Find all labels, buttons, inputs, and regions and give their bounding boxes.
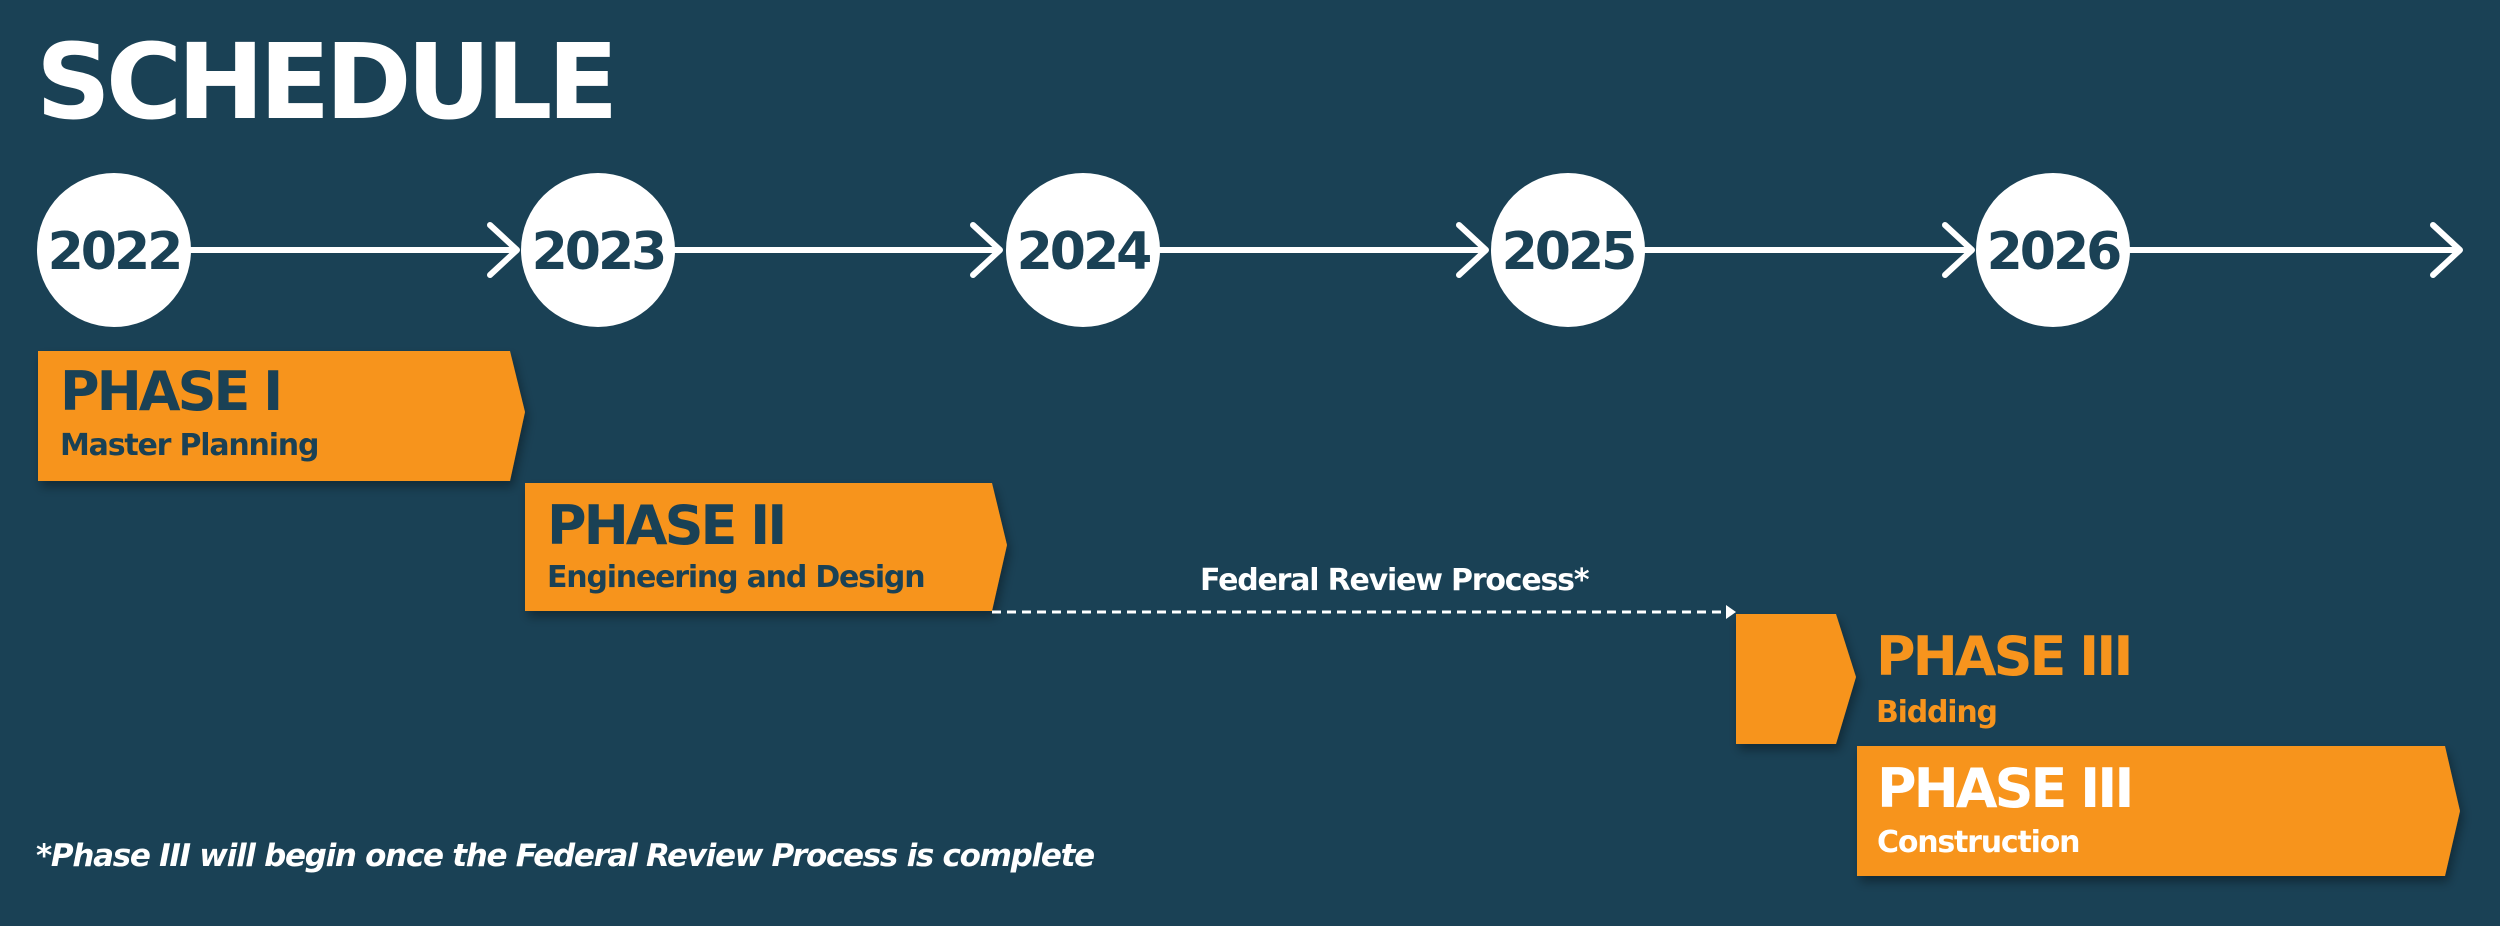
- arrowhead-icon: [1726, 605, 1736, 619]
- year-marker-2025: 2025: [1491, 173, 1645, 327]
- year-label: 2025: [1502, 222, 1635, 282]
- footnote: *Phase III will begin once the Federal R…: [36, 838, 1095, 874]
- year-marker-2023: 2023: [521, 173, 675, 327]
- year-label: 2022: [48, 222, 181, 282]
- phase-2-bar: [525, 483, 1007, 611]
- phase-3-construction-title: PHASE III: [1877, 757, 2134, 820]
- phase-2-block: PHASE II Engineering and Design: [525, 483, 1005, 611]
- phase-3-bidding-block: PHASE III Bidding: [1876, 622, 2236, 742]
- phase-3-construction-block: PHASE III Construction: [1857, 746, 2457, 876]
- arrowhead-icon: [1456, 222, 1489, 278]
- year-marker-2024: 2024: [1006, 173, 1160, 327]
- phase-3-construction-bar: [1857, 746, 2460, 876]
- year-label: 2026: [1987, 222, 2121, 282]
- federal-review-arrow: [992, 605, 1736, 619]
- phase-2-subtitle: Engineering and Design: [547, 560, 926, 595]
- arrowhead-icon: [1942, 222, 1975, 278]
- phase-3-construction-subtitle: Construction: [1877, 825, 2081, 860]
- arrowhead-icon: [2430, 222, 2463, 278]
- arrowhead-icon: [487, 222, 520, 278]
- year-marker-2026: 2026: [1976, 173, 2130, 327]
- phase-1-bar: [38, 351, 525, 481]
- phase-2-title: PHASE II: [547, 494, 787, 557]
- phase-1-subtitle: Master Planning: [60, 428, 319, 463]
- timeline-arrows: [187, 222, 2463, 278]
- federal-review-label: Federal Review Process*: [1200, 563, 1590, 598]
- phase-1-title: PHASE I: [60, 360, 283, 423]
- arrowhead-icon: [970, 222, 1003, 278]
- year-markers: 2022 2023 2024 2025 2026: [37, 173, 2130, 327]
- year-label: 2024: [1017, 222, 1151, 282]
- year-label: 2023: [532, 222, 665, 282]
- phase-3-bidding-title: PHASE III: [1876, 625, 2133, 688]
- phase-1-block: PHASE I Master Planning: [38, 351, 528, 481]
- year-marker-2022: 2022: [37, 173, 191, 327]
- phase-3-bidding-bar: [1736, 614, 1856, 744]
- page-title: SCHEDULE: [36, 21, 618, 143]
- phase-bars: [38, 351, 2460, 876]
- phase-3-bidding-subtitle: Bidding: [1876, 695, 1998, 730]
